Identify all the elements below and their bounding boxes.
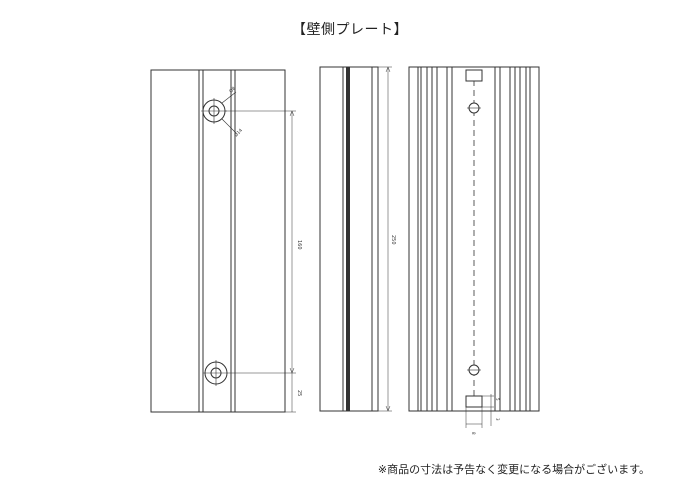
hole-inner-leader <box>221 118 237 134</box>
back-view <box>408 66 540 428</box>
hole-outer-diameter-label: Ø8 <box>227 85 237 95</box>
hole-spacing-label: 160 <box>296 240 302 250</box>
front-view <box>150 69 296 413</box>
back-top-hole <box>467 102 481 114</box>
slot-b-label: 3 <box>495 418 500 421</box>
top-mounting-hole <box>201 98 227 124</box>
top-slot <box>465 69 483 82</box>
hole-outer-leader <box>221 91 237 104</box>
bottom-offset-label: 25 <box>296 390 302 396</box>
side-view <box>319 66 392 412</box>
bottom-mounting-hole <box>203 360 229 386</box>
disclaimer-note: ※商品の寸法は予告なく変更になる場合がございます。 <box>377 463 650 476</box>
height-label: 250 <box>390 235 396 245</box>
hole-inner-diameter-label: Ø14 <box>232 127 244 139</box>
front-view-outline <box>150 69 286 413</box>
slot-a-label: 5 <box>495 398 500 401</box>
slot-width-label: 8 <box>471 432 476 435</box>
back-view-outline <box>408 66 540 412</box>
back-bottom-hole <box>467 364 481 376</box>
drawing-title: 【壁側プレート】 <box>292 22 408 38</box>
bottom-slot <box>465 395 483 408</box>
